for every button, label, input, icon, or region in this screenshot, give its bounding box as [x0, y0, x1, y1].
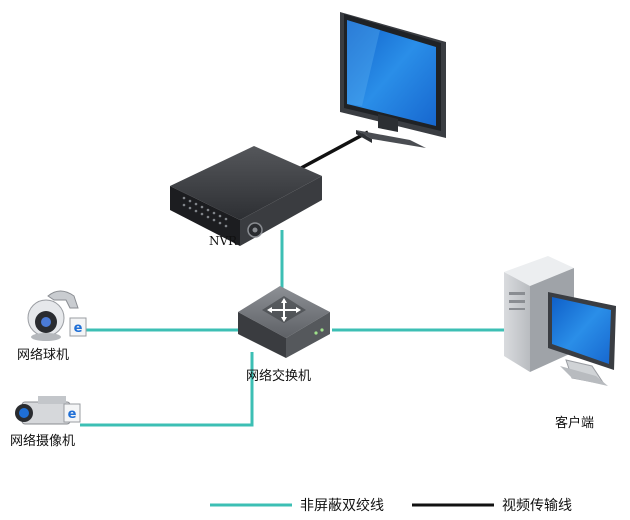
client-label: 客户端 — [555, 416, 595, 431]
internet-explorer-icon: e — [69, 317, 87, 337]
nvr-recorder-icon — [170, 146, 322, 246]
nvr-label: NVR — [209, 234, 238, 248]
dome-camera-label: 网络球机 — [17, 348, 70, 363]
dome-camera-icon — [27, 290, 79, 341]
video-cable-link — [289, 130, 369, 176]
box-camera-label: 网络摄像机 — [10, 434, 76, 449]
box-camera-icon — [15, 396, 71, 425]
svg-text:e: e — [74, 321, 83, 336]
link-boxcam-switch — [80, 352, 254, 427]
desktop-pc-icon — [504, 256, 616, 386]
twisted-pair-links — [80, 230, 505, 427]
network-switch-icon — [238, 286, 330, 358]
legend-video-cable-label: 视频传输线 — [502, 498, 572, 514]
legend-twisted-pair-label: 非屏蔽双绞线 — [300, 498, 384, 514]
svg-text:e: e — [68, 407, 77, 422]
switch-label: 网络交换机 — [246, 369, 312, 384]
internet-explorer-icon: e — [63, 403, 81, 423]
monitor-icon — [340, 12, 446, 148]
